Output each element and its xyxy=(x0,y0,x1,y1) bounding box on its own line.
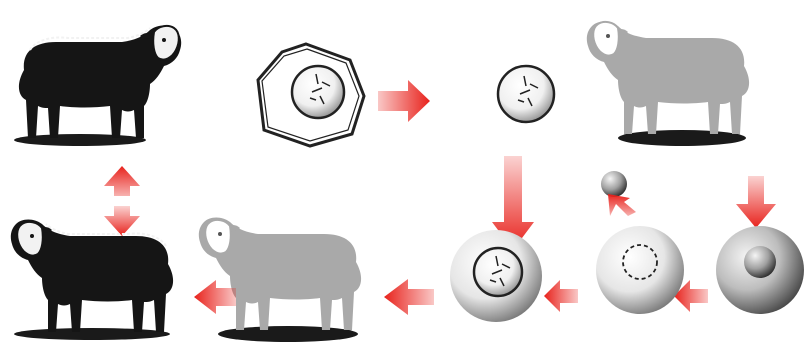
cloned-sheep-shadow xyxy=(14,328,170,340)
egg-donor-sheep-grey xyxy=(587,22,749,147)
extracted-nucleus xyxy=(498,66,554,122)
sheep-to-egg-arrow xyxy=(736,176,776,228)
cloned-sheep-eye xyxy=(30,234,34,238)
surrogate-to-clone-arrow xyxy=(194,280,236,314)
egg-nucleus xyxy=(744,246,776,278)
enucleated-to-fused-arrow xyxy=(544,280,578,312)
donor-sheep-black xyxy=(14,26,181,147)
fused-to-surrogate-arrow xyxy=(384,279,434,315)
enucleated-egg xyxy=(596,226,684,314)
egg-donor-sheep-eye xyxy=(606,34,610,38)
cloned-sheep-black xyxy=(11,220,173,341)
egg-donor-sheep-shadow xyxy=(618,130,746,146)
surrogate-sheep-eye xyxy=(218,232,222,236)
donor-nucleus xyxy=(292,66,344,118)
nucleus-removal-arrow xyxy=(608,194,636,216)
identity-double-arrow xyxy=(104,166,140,236)
fused-egg-with-donor-nucleus xyxy=(450,230,542,322)
donor-cell-with-nucleus xyxy=(258,44,364,146)
donor-sheep-eye xyxy=(162,38,166,42)
removed-egg-nucleus xyxy=(601,171,627,197)
cell-to-nucleus-arrow xyxy=(378,80,430,122)
egg-cell-with-nucleus xyxy=(716,226,804,314)
surrogate-sheep-grey xyxy=(199,218,361,343)
